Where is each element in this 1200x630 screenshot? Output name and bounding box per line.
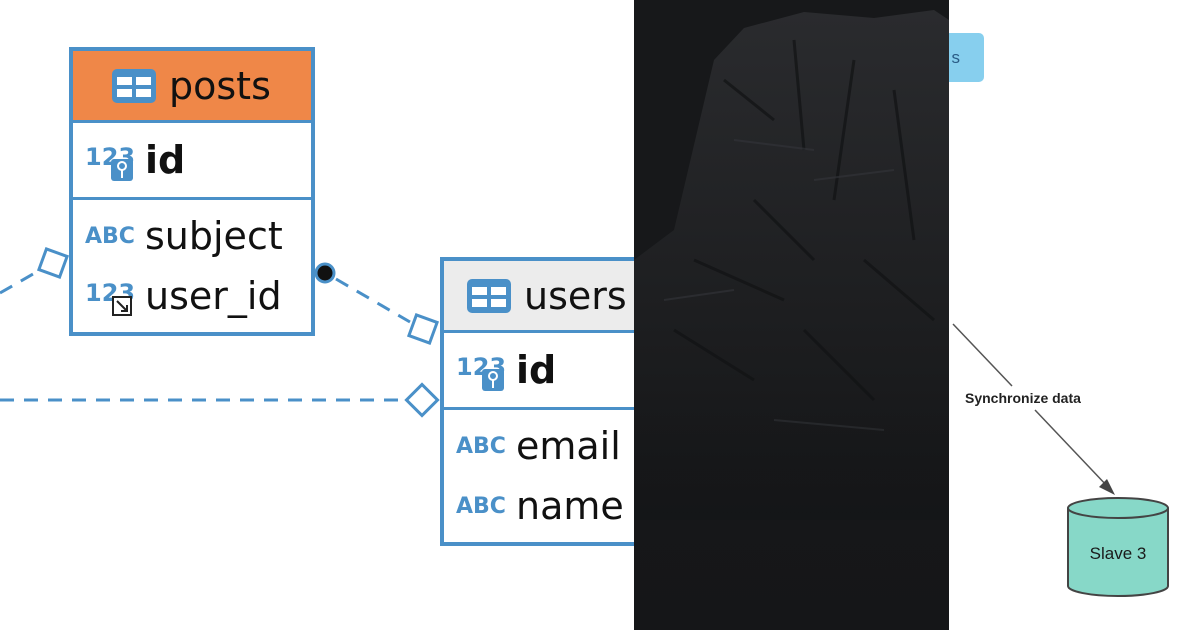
posts-table-header: posts	[73, 51, 311, 123]
slave-node-label[interactable]: Slave 3	[1089, 544, 1147, 563]
replication-diagram-panel: s Synchronize data Slave 3	[949, 0, 1200, 630]
posts-column-subject[interactable]: ABC subject	[73, 206, 311, 266]
relation-diamond-users-left	[404, 382, 440, 418]
sync-label: Synchronize data	[965, 390, 1081, 406]
users-column-email[interactable]: ABC email	[444, 416, 634, 476]
svg-text:ABC: ABC	[85, 224, 135, 249]
numeric-key-icon: 123	[85, 143, 135, 181]
svg-text:ABC: ABC	[456, 434, 506, 459]
column-name: name	[516, 484, 624, 528]
relation-diamond-posts-left	[36, 246, 70, 280]
users-table[interactable]: users 123 id ABC email ABC name	[440, 257, 634, 546]
posts-column-id[interactable]: 123 id	[73, 123, 311, 200]
er-diagram-panel: posts 123 id ABC subject 123 use	[0, 47, 634, 546]
text-type-icon: ABC	[456, 434, 506, 459]
arrowhead-icon	[1099, 479, 1115, 495]
sync-arrow-line-lower	[1034, 409, 1110, 489]
master-node-box[interactable]: s	[949, 33, 984, 82]
column-name: id	[145, 138, 186, 182]
rock-silhouette	[634, 0, 949, 630]
table-icon	[112, 68, 156, 103]
users-table-title: users	[524, 273, 627, 318]
dark-rock-photo	[634, 0, 949, 630]
users-column-id[interactable]: 123 id	[444, 333, 634, 410]
posts-table[interactable]: posts 123 id ABC subject 123 use	[69, 47, 315, 336]
sync-arrow-line-upper	[952, 323, 1013, 387]
numeric-key-icon: 123	[456, 353, 506, 391]
relation-line-posts-left	[0, 268, 41, 295]
svg-text:ABC: ABC	[456, 494, 506, 519]
posts-table-title: posts	[169, 63, 271, 108]
relation-diamond-users-top	[406, 312, 440, 346]
relation-line-posts-users	[335, 277, 411, 324]
database-cylinder-icon	[1067, 497, 1169, 597]
master-node-label: s	[951, 48, 961, 67]
relationship-lines	[0, 246, 440, 418]
column-name: email	[516, 424, 621, 468]
text-type-icon: ABC	[456, 494, 506, 519]
users-table-header: users	[444, 261, 634, 333]
users-column-name[interactable]: ABC name	[444, 476, 634, 536]
table-icon	[467, 278, 511, 313]
column-name: subject	[145, 214, 283, 258]
sync-arrow	[952, 323, 1169, 597]
posts-column-user-id[interactable]: 123 user_id	[73, 266, 311, 326]
text-type-icon: ABC	[85, 224, 135, 249]
column-name: id	[516, 348, 557, 392]
column-name: user_id	[145, 274, 282, 318]
relation-dot-posts	[314, 262, 336, 284]
numeric-foreign-key-icon: 123	[85, 279, 135, 316]
